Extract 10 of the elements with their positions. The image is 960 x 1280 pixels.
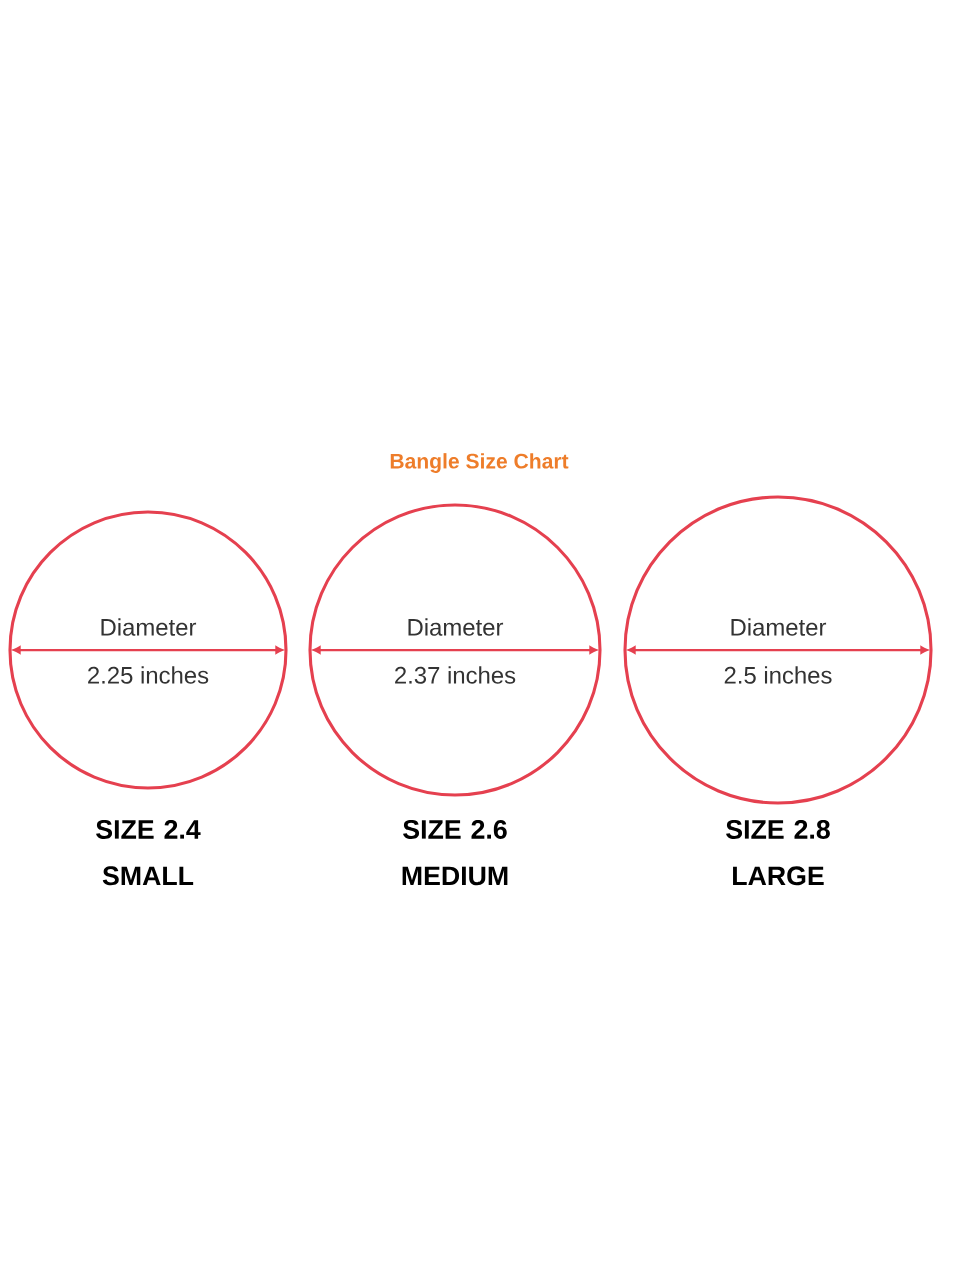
diameter-label: Diameter <box>101 618 197 636</box>
size-caption: SIZE 2.8 LARGE <box>726 820 830 886</box>
chart-title: Bangle Size Chart <box>390 453 569 473</box>
size-caption: SIZE 2.6 MEDIUM <box>402 820 508 886</box>
diameter-label: Diameter <box>408 618 504 636</box>
size-caption: SIZE 2.4 SMALL <box>96 820 201 886</box>
diameter-label: Diameter <box>731 618 827 636</box>
measurement-label: 2.5 inches <box>724 666 832 684</box>
measurement-label: 2.25 inches <box>88 666 209 684</box>
measurement-label: 2.37 inches <box>395 666 516 684</box>
